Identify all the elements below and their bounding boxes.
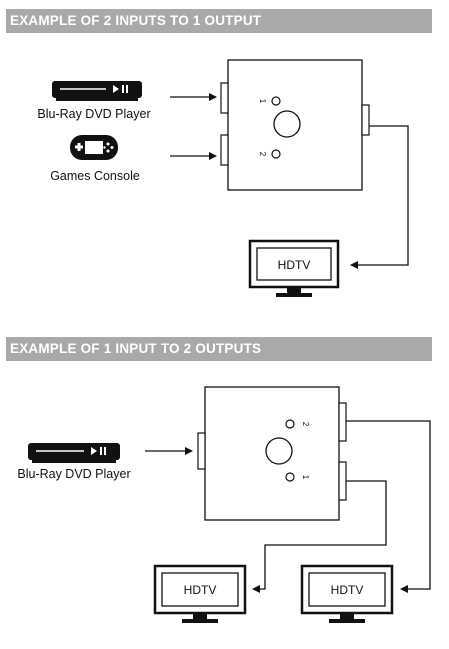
hdtv-label: HDTV	[331, 583, 364, 597]
output-port	[361, 104, 370, 136]
dvd-player-label: Blu-Ray DVD Player	[17, 467, 130, 481]
section-2-header: EXAMPLE OF 1 INPUT TO 2 OUTPUTS	[6, 337, 432, 361]
dvd-player-icon	[28, 443, 120, 463]
output-port-2	[338, 402, 347, 442]
dvd-player-label: Blu-Ray DVD Player	[37, 107, 150, 121]
arrow-icon	[252, 480, 387, 593]
hdmi-switch-box: 1 2	[220, 59, 370, 191]
input-port-1	[220, 82, 229, 114]
input-port-2	[220, 134, 229, 166]
hdtv-label: HDTV	[184, 583, 217, 597]
port-number-label: 2	[258, 152, 267, 157]
indicator-led-2	[285, 419, 295, 429]
input-port	[197, 432, 206, 470]
indicator-led-1	[285, 472, 295, 482]
port-number-label: 2	[301, 422, 310, 427]
hdtv-icon	[153, 564, 247, 623]
games-console-label: Games Console	[50, 169, 140, 183]
game-controller-icon	[70, 135, 118, 160]
indicator-led-2	[271, 149, 281, 159]
indicator-led-1	[271, 96, 281, 106]
select-button	[273, 110, 301, 138]
port-number-label: 1	[258, 99, 267, 104]
select-button	[265, 437, 293, 465]
dvd-player-icon	[52, 81, 142, 101]
hdtv-icon	[300, 564, 394, 623]
arrow-icon	[350, 125, 409, 269]
hdtv-icon	[248, 239, 340, 297]
hdtv-label: HDTV	[278, 258, 311, 272]
hdmi-switch-box: 2 1	[197, 386, 347, 521]
port-number-label: 1	[301, 475, 310, 480]
arrow-icon	[346, 420, 431, 593]
output-port-1	[338, 461, 347, 501]
section-1-header: EXAMPLE OF 2 INPUTS TO 1 OUTPUT	[6, 9, 432, 33]
